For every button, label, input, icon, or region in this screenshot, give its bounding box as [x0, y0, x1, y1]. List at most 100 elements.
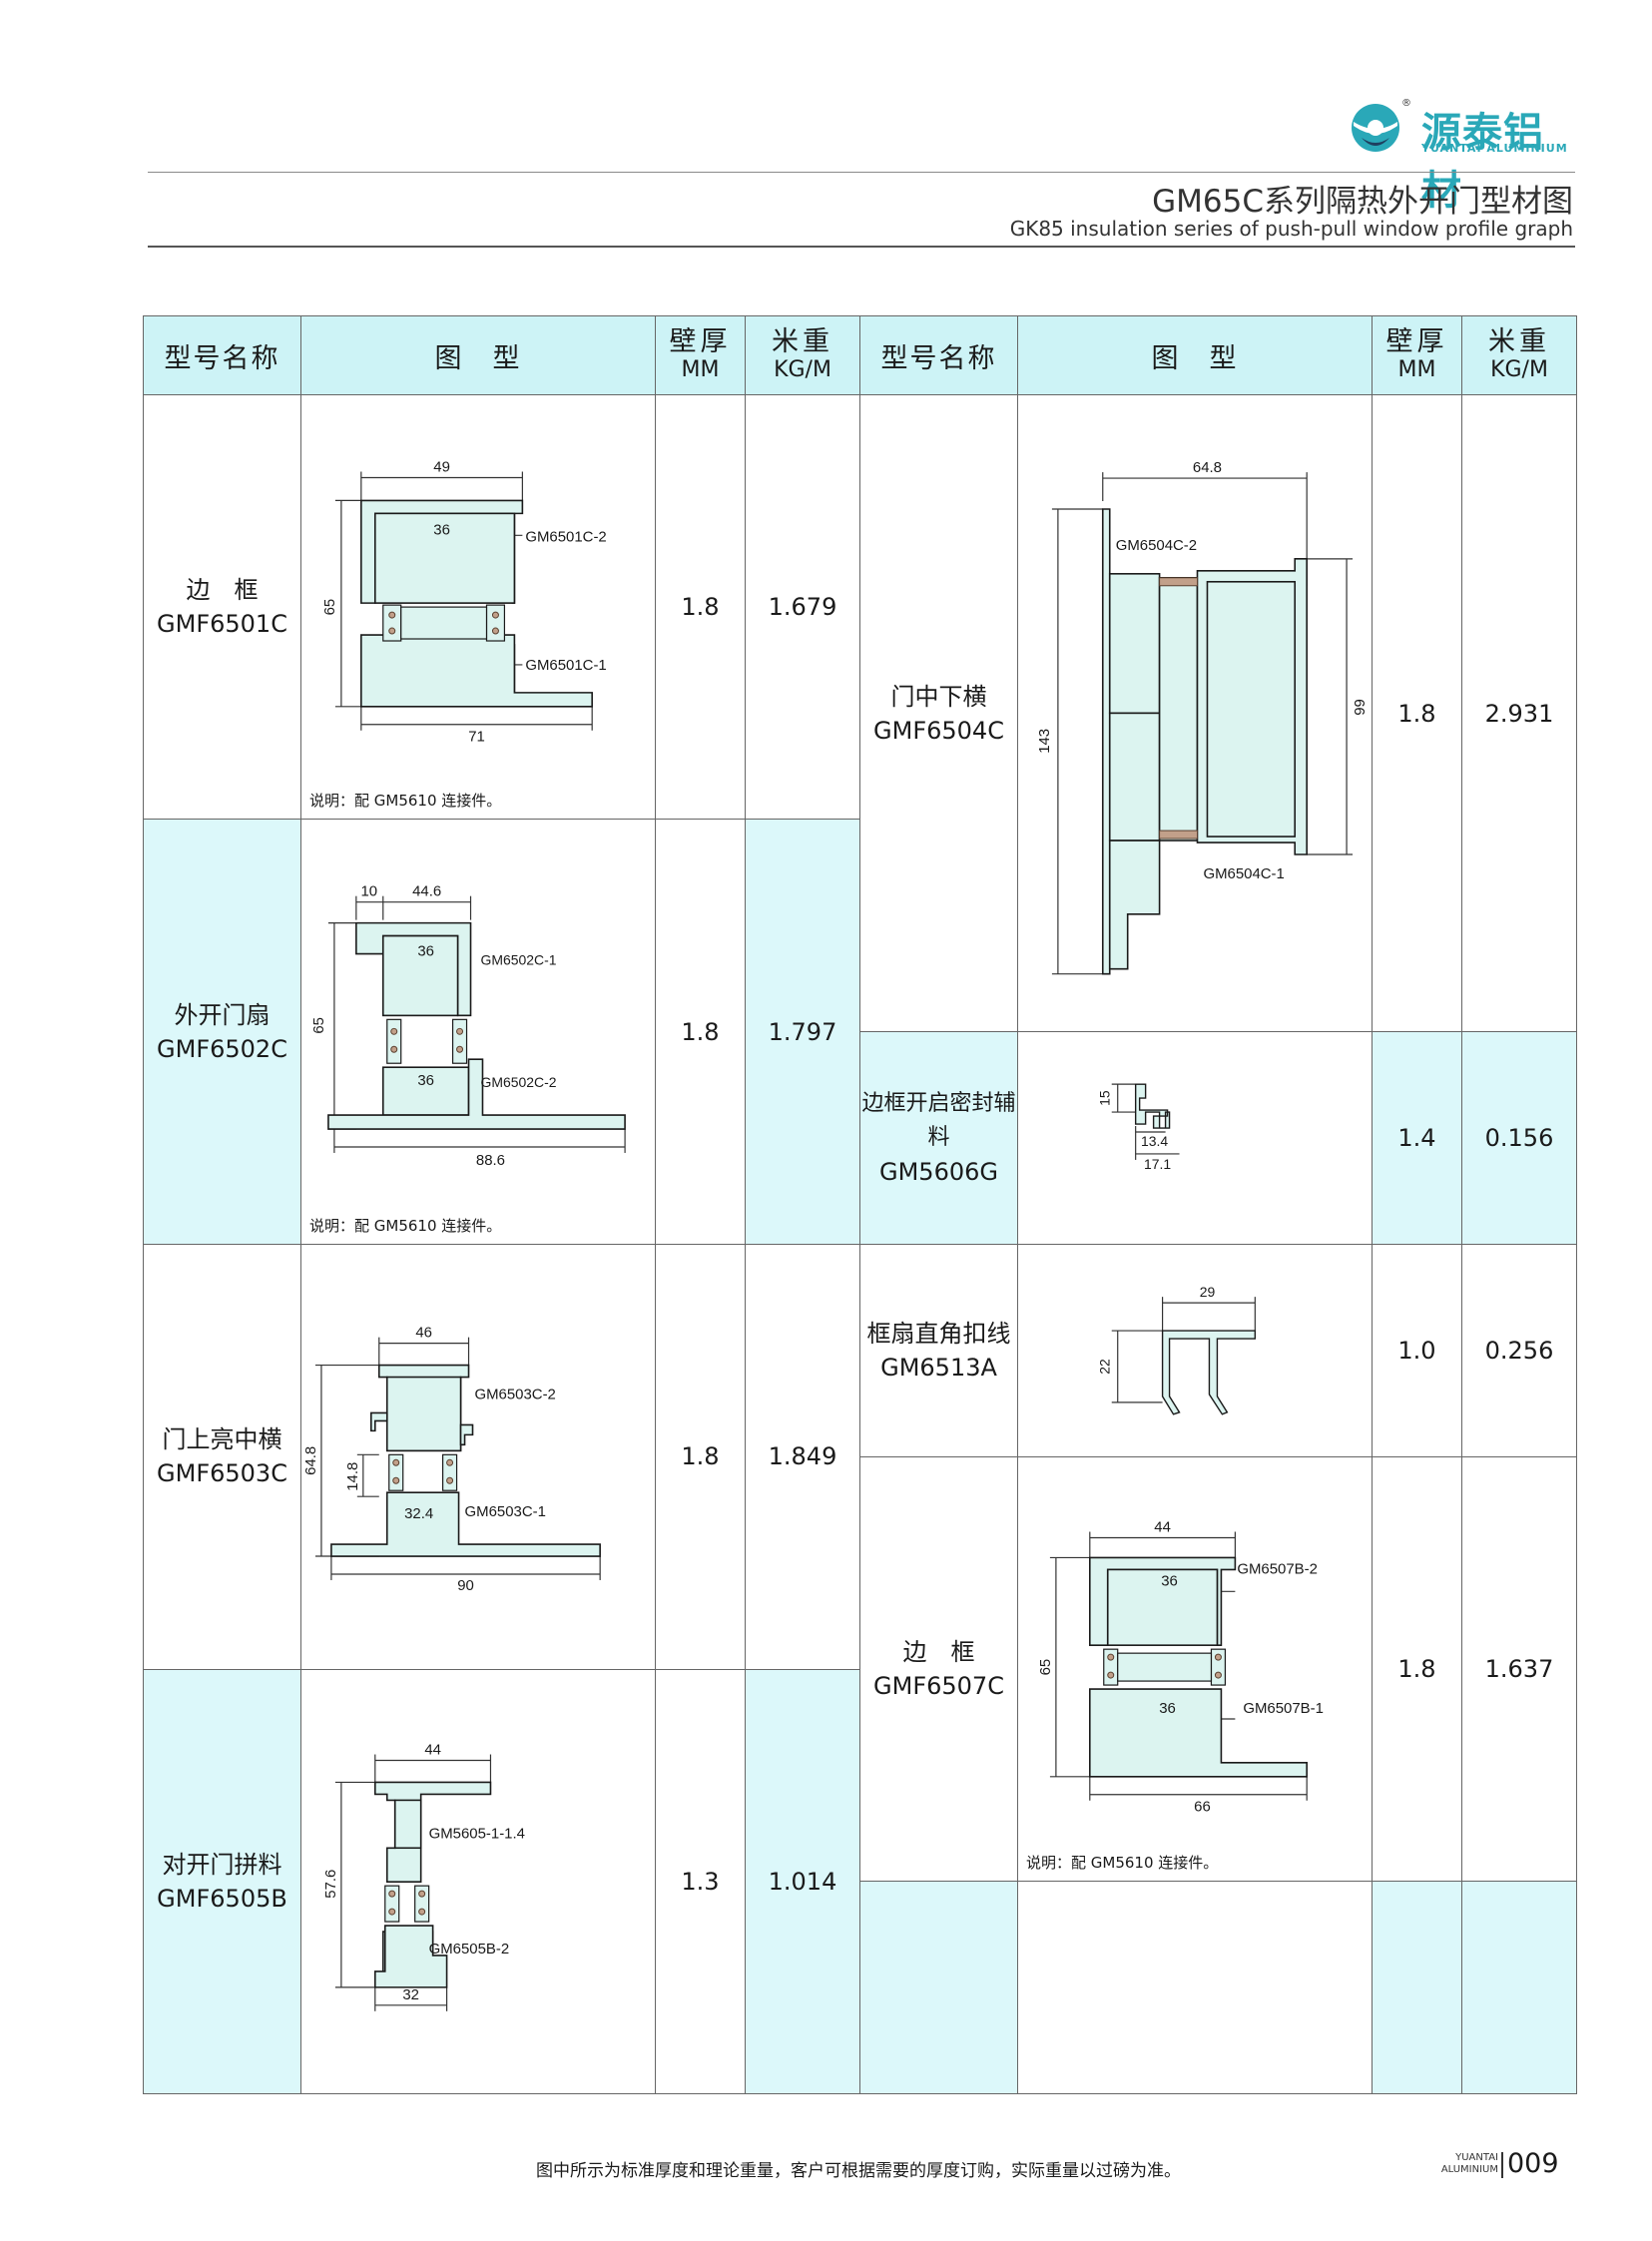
header-rule-bottom — [148, 246, 1575, 248]
dim-label: 29 — [1200, 1284, 1216, 1300]
footer-brand-line1: YUANTAI — [1455, 2152, 1498, 2163]
dim-label: 36 — [1161, 1572, 1178, 1589]
empty-cell — [1372, 1881, 1462, 2094]
profile-drawing-gmf6503c: 46 64.8 14.8 32.4 90 GM6503C-2 GM6503C-1 — [302, 1325, 601, 1594]
brand-name-cn: 源泰铝材 — [1421, 109, 1544, 214]
wall-cell: 1.8 — [655, 1244, 746, 1670]
profile-drawing-cell: 46 64.8 14.8 32.4 90 GM6503C-2 GM6503C-1 — [300, 1244, 656, 1670]
footer-divider — [1501, 2152, 1503, 2178]
header-model: 型号名称 — [143, 314, 301, 396]
header-figure: 图 型 — [300, 314, 656, 396]
drawing-note: 说明：配 GM5610 连接件。 — [1026, 1854, 1219, 1873]
drawing-note: 说明：配 GM5610 连接件。 — [309, 1217, 502, 1236]
footer-brand-line2: ALUMINIUM — [1440, 2164, 1498, 2175]
header-model-right: 型号名称 — [859, 314, 1018, 396]
dim-label: 17.1 — [1144, 1156, 1171, 1172]
brand-name-en: YUANTAI ALUMINIUM — [1421, 142, 1568, 155]
table-row — [144, 1881, 1577, 2094]
dim-label: 10 — [360, 883, 377, 900]
profile-drawing-gmf6501c: 49 36 65 71 GM6501C-2 GM6501C-1 — [321, 459, 607, 746]
dim-label: 36 — [417, 1073, 434, 1090]
dim-label: 49 — [433, 459, 450, 476]
wall-cell: 1.8 — [1372, 394, 1462, 1033]
empty-cell — [859, 1881, 1018, 2094]
part-label: GM6503C-2 — [475, 1387, 556, 1403]
profile-drawing-cell: 44 36 65 36 66 GM6507B-2 GM6507B-1 说明：配 … — [1017, 1456, 1373, 1883]
part-label: GM6507B-1 — [1243, 1700, 1324, 1717]
wall-cell: 1.0 — [1372, 1244, 1462, 1458]
part-label: GM6501C-1 — [525, 657, 606, 674]
dim-label: 66 — [1194, 1799, 1211, 1816]
dim-label: 57.6 — [322, 1869, 339, 1898]
wall-cell: 1.8 — [655, 394, 746, 821]
profile-drawing-gm5606g: 15 13.4 17.1 — [1097, 1083, 1180, 1172]
dim-label: 64.8 — [302, 1446, 319, 1475]
dim-label: 32.4 — [404, 1505, 433, 1522]
weight-cell: 2.931 — [1461, 394, 1577, 1033]
weight-cell: 1.849 — [745, 1244, 860, 1670]
dim-label: 14.8 — [344, 1462, 361, 1491]
dim-label: 90 — [457, 1577, 474, 1594]
wall-cell: 1.8 — [655, 819, 746, 1246]
profile-drawing-cell: 29 22 — [1017, 1244, 1373, 1458]
dim-label: 36 — [417, 943, 434, 960]
weight-cell: 0.256 — [1461, 1244, 1577, 1458]
dim-label: 36 — [1159, 1700, 1176, 1717]
part-label: GM6504C-2 — [1116, 537, 1197, 554]
brand-logo: ® 源泰铝材 YUANTAI ALUMINIUM — [1350, 98, 1569, 214]
dim-label: 143 — [1036, 729, 1053, 754]
dim-label: 71 — [468, 729, 485, 746]
wall-cell: 1.8 — [1372, 1456, 1462, 1883]
profile-drawing-cell: 64.8 143 99 GM6504C-2 GM6504C-1 — [1017, 394, 1373, 1033]
part-label: GM6501C-2 — [525, 529, 606, 546]
dim-label: 64.8 — [1193, 459, 1222, 476]
header-rule-top — [148, 172, 1575, 173]
weight-cell: 1.679 — [745, 394, 860, 821]
dim-label: 32 — [402, 1985, 419, 2002]
dim-label: 44 — [1154, 1519, 1171, 1536]
page-title-en: GK85 insulation series of push-pull wind… — [1009, 217, 1573, 241]
profile-drawing-cell: 44 57.6 32 GM5605-1-1.4 GM6505B-2 — [300, 1668, 656, 2095]
page-number: 009 — [1507, 2148, 1559, 2179]
drawing-note: 说明：配 GM5610 连接件。 — [309, 792, 502, 811]
part-label: GM6504C-1 — [1203, 865, 1284, 882]
weight-cell: 1.797 — [745, 819, 860, 1246]
registered-mark: ® — [1401, 98, 1411, 109]
dim-label: 44.6 — [412, 883, 441, 900]
wall-cell: 1.3 — [655, 1668, 746, 2095]
empty-cell — [1461, 1881, 1577, 2094]
dim-label: 65 — [1037, 1659, 1054, 1676]
part-label: GM6502C-1 — [480, 952, 556, 968]
profile-drawing-gm6513a: 29 22 — [1097, 1284, 1257, 1415]
profile-drawing-gmf6504c: 64.8 143 99 GM6504C-2 GM6504C-1 — [1036, 459, 1369, 975]
profile-drawing-gmf6502c: 10 44.6 36 65 36 88.6 GM6502C-1 GM6502C-… — [310, 883, 626, 1169]
wall-cell: 1.4 — [1372, 1031, 1462, 1246]
dim-label: 65 — [321, 599, 338, 616]
part-label: GM6505B-2 — [429, 1941, 510, 1958]
header-figure-right: 图 型 — [1017, 314, 1373, 396]
footer-brand: YUANTAI ALUMINIUM — [1416, 2152, 1498, 2176]
dim-label: 46 — [415, 1325, 432, 1342]
dim-label: 36 — [433, 522, 450, 539]
profile-drawing-cell: 15 13.4 17.1 — [1017, 1031, 1373, 1246]
dim-label: 22 — [1097, 1359, 1113, 1375]
part-label: GM5605-1-1.4 — [429, 1825, 525, 1842]
profile-drawing-gmf6505b: 44 57.6 32 GM5605-1-1.4 GM6505B-2 — [322, 1741, 525, 2011]
dim-label: 44 — [424, 1741, 441, 1758]
footer-note: 图中所示为标准厚度和理论重量，客户可根据需要的厚度订购，实际重量以过磅为准。 — [536, 2161, 1181, 2181]
profile-drawing-cell: 49 36 65 71 GM6501C-2 GM6501C-1 说明：配 GM5… — [300, 394, 656, 821]
